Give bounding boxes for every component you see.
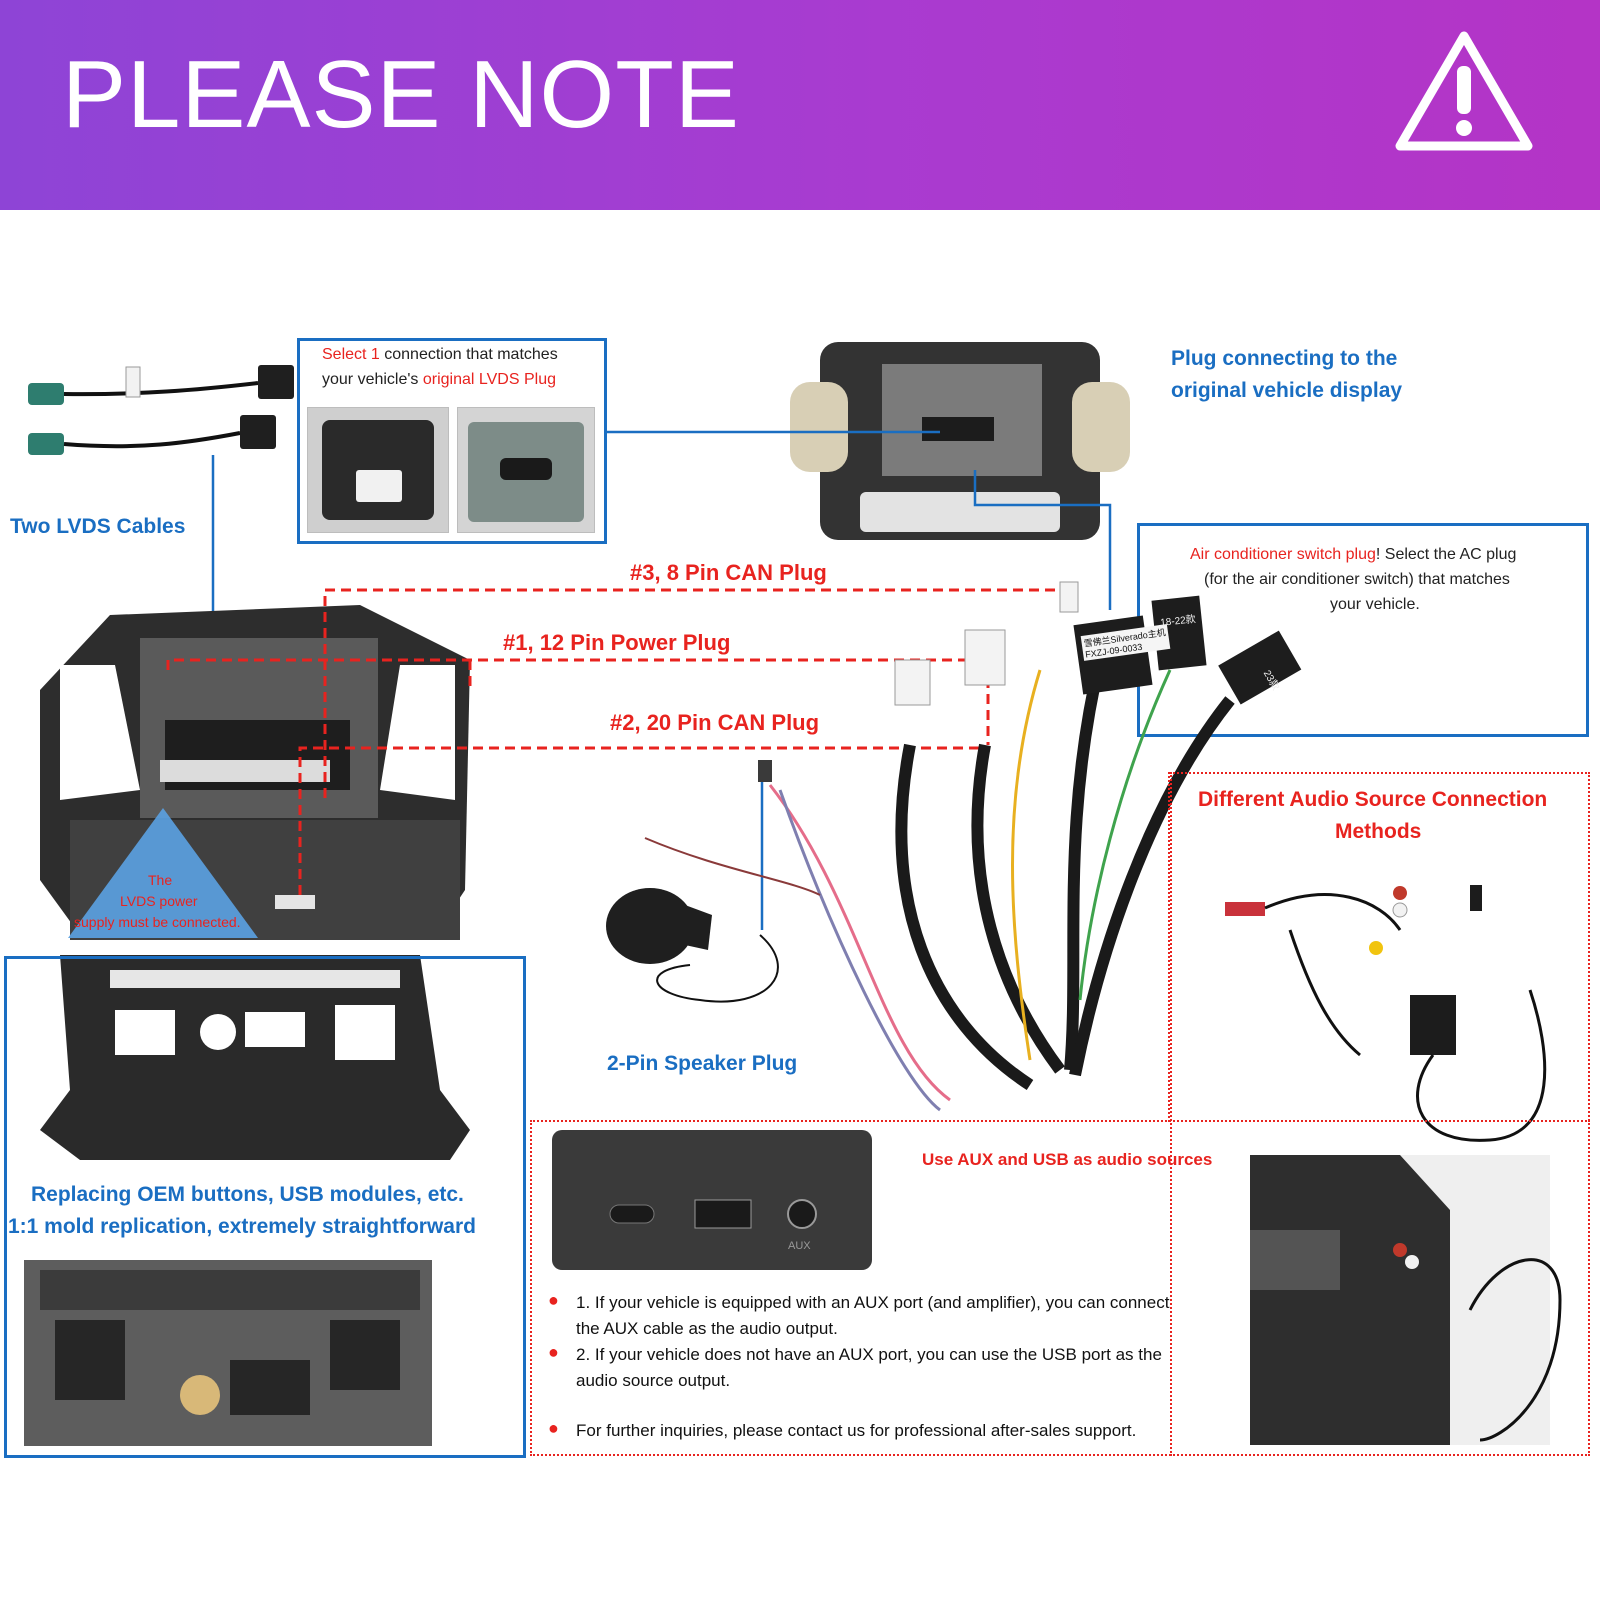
power-12pin-plug-label: #1, 12 Pin Power Plug [503,630,731,655]
lvds-plug-select-box [297,338,607,544]
can-8pin-plug-label: #3, 8 Pin CAN Plug [630,560,827,585]
two-lvds-cables-label: Two LVDS Cables [10,515,186,538]
lvds-power-note-line1: The [148,872,173,888]
original-display-photo [790,342,1130,542]
oem-replacement-line2: 1:1 mold replication, extremely straight… [8,1215,476,1238]
oem-replacement-box [4,956,526,1458]
ac-switch-text-line2: (for the air conditioner switch) that ma… [1204,571,1510,588]
lvds-select-text-line2: your vehicle's original LVDS Plug [322,367,556,393]
note-1-line1: 1. If your vehicle is equipped with an A… [576,1293,1170,1312]
ac-switch-text-line1: Air conditioner switch plug! Select the … [1190,542,1516,568]
header-banner [0,0,1600,210]
ac-switch-plug-highlight: Air conditioner switch plug [1190,546,1376,563]
note-2-line1: 2. If your vehicle does not have an AUX … [576,1345,1162,1364]
oem-replacement-line1: Replacing OEM buttons, USB modules, etc. [31,1183,464,1206]
lvds-power-note-line2: LVDS power [120,893,198,909]
map-pin-icon: ● [548,1418,559,1438]
note-1-line2: the AUX cable as the audio output. [576,1319,838,1338]
plug-display-label-line1: Plug connecting to the [1171,347,1398,370]
lvds-select-text-line1: Select 1 connection that matches [322,342,558,368]
lvds-power-note-line3: supply must be connected. [74,914,241,930]
map-pin-icon: ● [548,1342,559,1362]
aux-usb-notes-box [530,1120,1590,1456]
ac-switch-text-line3: your vehicle. [1330,596,1420,613]
select-line2-text: your vehicle's [322,371,423,388]
lvds-plug-photo-grey [457,407,595,533]
select-count-highlight: Select 1 [322,346,380,363]
lvds-plug-photo-dark [307,407,449,533]
aux-port-label: AUX [788,1240,811,1252]
speaker-plug-label: 2-Pin Speaker Plug [607,1052,798,1075]
can-20pin-plug-label: #2, 20 Pin CAN Plug [610,710,820,735]
lvds-cables-photo [18,355,308,475]
ac-switch-select-text: ! Select the AC plug [1375,546,1517,563]
note-2-line2: audio source output. [576,1371,731,1390]
harness-divider-line [1168,772,1170,1122]
select-mid-text: connection that matches [379,346,558,363]
audio-methods-title-line1: Different Audio Source Connection [1198,788,1548,811]
note-3-support: For further inquiries, please contact us… [576,1421,1137,1440]
audio-methods-title-line2: Methods [1335,820,1422,843]
aux-usb-audio-label: Use AUX and USB as audio sources [922,1150,1213,1169]
map-pin-icon: ● [548,1290,559,1310]
page-title: PLEASE NOTE [62,41,740,148]
plug-display-label-line2: original vehicle display [1171,379,1403,402]
original-lvds-plug-highlight: original LVDS Plug [422,371,556,388]
warning-triangle-icon [1395,31,1533,151]
